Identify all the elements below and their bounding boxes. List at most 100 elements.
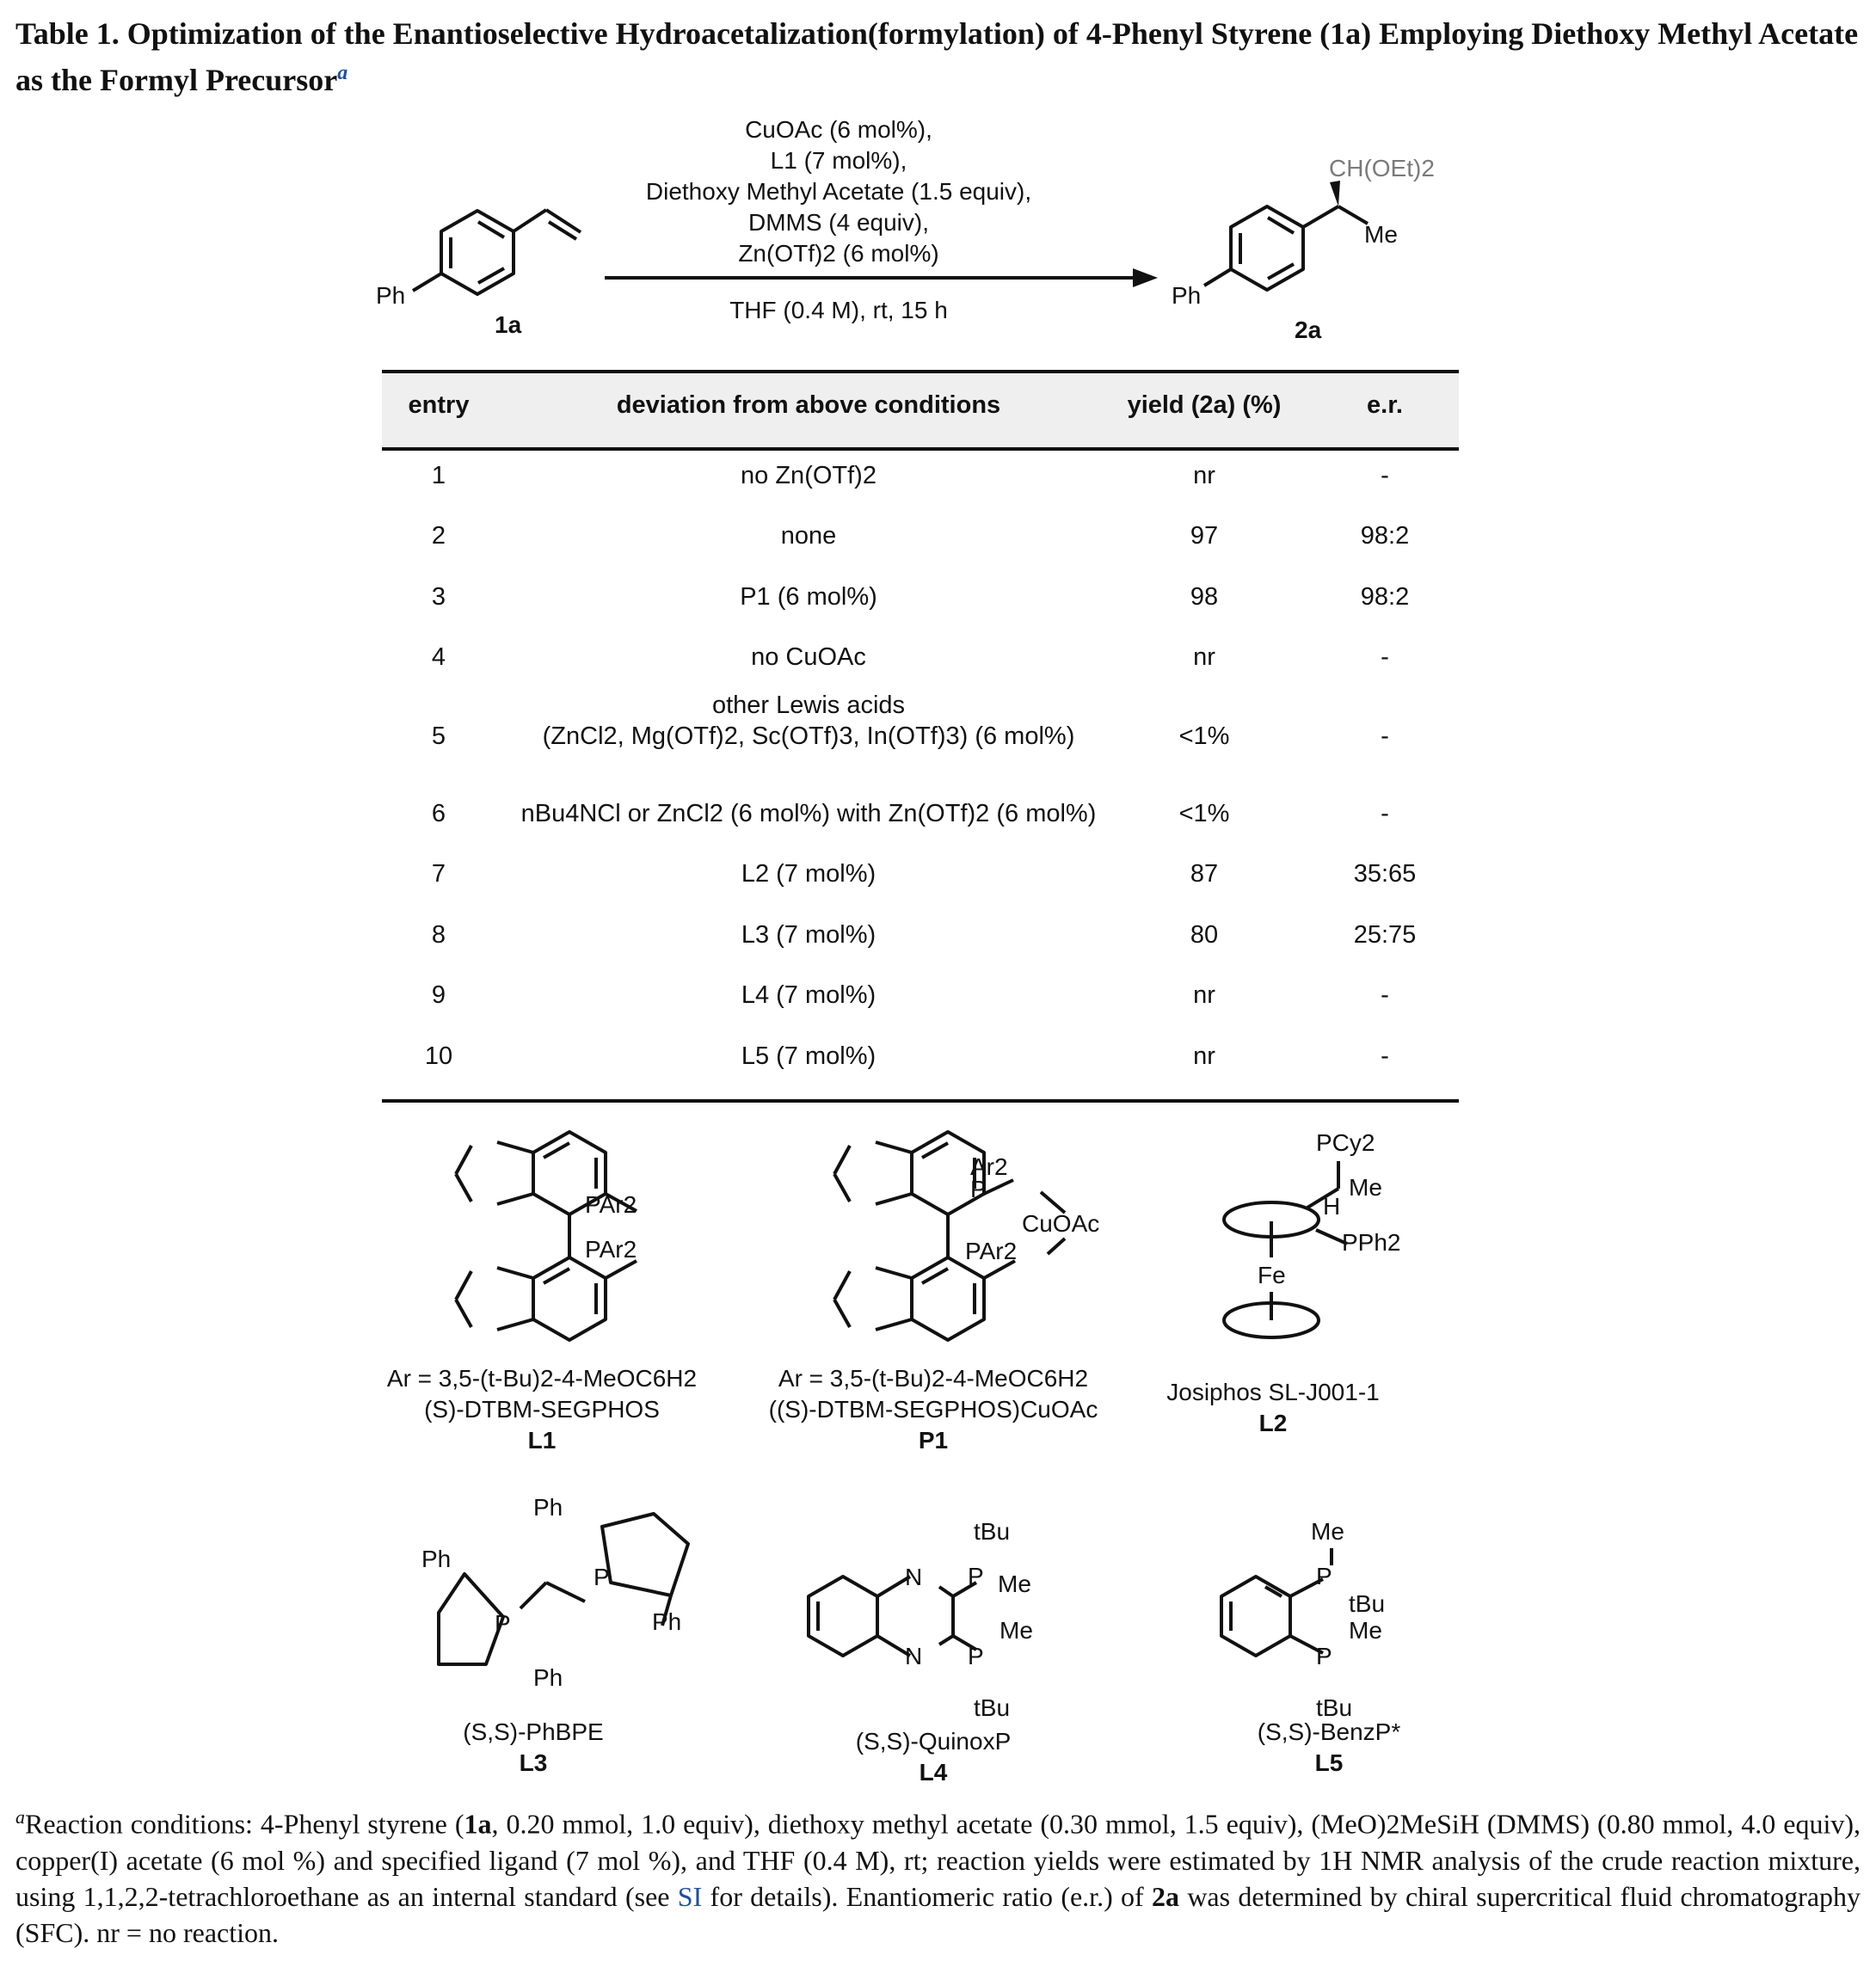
table-cell-entry: 10 (424, 1042, 453, 1070)
footnote-text-4: was determined by chiral supercritical f… (15, 1880, 1861, 1948)
product-label: 2a (1295, 317, 1322, 343)
l5-tbu-1: tBu (1349, 1590, 1385, 1617)
table-cell-deviation: L5 (7 mol%) (741, 1042, 876, 1070)
table-cell-entry: 2 (431, 522, 446, 550)
table-header-row (382, 370, 1459, 451)
l3-ph-3: Ph (533, 1494, 563, 1521)
footnote-text-3: for details). Enantiomeric ratio (e.r.) … (702, 1880, 1153, 1912)
p1-ar-def: Ar = 3,5-(t-Bu)2-4-MeOC6H2 (778, 1365, 1088, 1392)
l4-label: L4 (920, 1759, 948, 1786)
footnote: aReaction conditions: 4-Phenyl styrene (… (15, 1799, 1861, 1951)
l1-ar-def: Ar = 3,5-(t-Bu)2-4-MeOC6H2 (387, 1365, 697, 1392)
header-yield: yield (2a) (%) (1127, 391, 1282, 419)
footnote-bold-1a: 1a (464, 1808, 492, 1840)
table-cell-er: - (1381, 643, 1389, 671)
header-er: e.r. (1367, 391, 1403, 419)
table-cell-yield: nr (1193, 643, 1215, 671)
l3-structure (437, 1512, 690, 1666)
l5-structure (1220, 1548, 1333, 1657)
footnote-text-2: , 0.20 mmol, 1.0 equiv), diethoxy methyl… (15, 1808, 1861, 1912)
table-cell-entry: 7 (431, 860, 446, 888)
l1-label: L1 (528, 1427, 557, 1454)
l5-p-1: P (1316, 1563, 1332, 1589)
reactant-ph: Ph (376, 282, 405, 309)
l3-label: L3 (520, 1749, 548, 1776)
l4-structure (807, 1575, 978, 1657)
table-cell-yield: nr (1193, 462, 1215, 489)
p1-p: P (970, 1176, 987, 1202)
p1-name: ((S)-DTBM-SEGPHOS)CuOAc (769, 1396, 1098, 1423)
table-cell-er: - (1381, 1042, 1389, 1070)
condition-line-3: Diethoxy Methyl Acetate (1.5 equiv), (646, 178, 1031, 205)
l5-name: (S,S)-BenzP* (1258, 1718, 1401, 1745)
table-cell-deviation-line2: (ZnCl2, Mg(OTf)2, Sc(OTf)3, In(OTf)3) (6… (542, 722, 1075, 750)
l3-ph-4: Ph (652, 1608, 681, 1635)
p1-ar2: Ar2 (970, 1153, 1008, 1180)
l2-me: Me (1349, 1174, 1382, 1201)
table-cell-entry: 9 (431, 981, 446, 1009)
condition-line-5: Zn(OTf)2 (6 mol%) (738, 240, 938, 267)
table-cell-deviation: L2 (7 mol%) (741, 860, 876, 888)
l1-name: (S)-DTBM-SEGPHOS (424, 1396, 660, 1423)
l3-p-1: P (495, 1610, 511, 1637)
table-cell-er: 35:65 (1353, 860, 1417, 888)
l2-fe: Fe (1258, 1262, 1286, 1288)
table-cell-entry: 4 (431, 643, 446, 671)
table-cell-yield: nr (1193, 1042, 1215, 1070)
condition-line-2: L1 (7 mol%), (771, 147, 907, 174)
reactant-label: 1a (495, 311, 522, 338)
l4-tbu-2: tBu (974, 1694, 1010, 1721)
l4-p-2: P (968, 1643, 984, 1669)
l3-ph-1: Ph (421, 1546, 451, 1572)
table-cell-yield: <1% (1178, 722, 1230, 750)
table-cell-yield: 97 (1190, 522, 1219, 550)
table-cell-er: 25:75 (1353, 921, 1417, 949)
table-cell-entry: 8 (431, 921, 446, 949)
l1-par-bottom: PAr2 (585, 1236, 637, 1263)
si-link[interactable]: SI (677, 1880, 703, 1912)
table-cell-er: 98:2 (1360, 522, 1410, 550)
header-entry: entry (408, 391, 470, 419)
table-cell-deviation: L3 (7 mol%) (741, 921, 876, 949)
condition-line-4: DMMS (4 equiv), (748, 209, 929, 236)
l5-label: L5 (1315, 1749, 1344, 1776)
l2-label: L2 (1259, 1410, 1288, 1436)
p1-par: PAr2 (965, 1238, 1017, 1264)
table-cell-deviation: L4 (7 mol%) (741, 981, 876, 1009)
footnote-marker: a (15, 1806, 25, 1828)
table-cell-er: 98:2 (1360, 583, 1410, 611)
l3-ph-2: Ph (533, 1664, 563, 1691)
table-cell-deviation: other Lewis acids (711, 692, 906, 719)
l5-p-2: P (1316, 1643, 1332, 1669)
l3-name: (S,S)-PhBPE (463, 1718, 603, 1745)
p1-structure (833, 1130, 1067, 1342)
l2-name: Josiphos SL-J001-1 (1166, 1379, 1379, 1405)
table-cell-deviation: no CuOAc (751, 643, 866, 671)
condition-solvent: THF (0.4 M), rt, 15 h (729, 297, 948, 323)
condition-line-1: CuOAc (6 mol%), (745, 116, 932, 143)
table-cell-er: - (1381, 800, 1389, 827)
table-cell-yield: 80 (1190, 921, 1219, 949)
table-cell-yield: 98 (1190, 583, 1219, 611)
l4-p-1: P (968, 1563, 984, 1589)
table-cell-deviation: no Zn(OTf)2 (741, 462, 876, 489)
l4-me-1: Me (998, 1571, 1031, 1597)
table-cell-entry: 3 (431, 583, 446, 611)
table-cell-er: - (1381, 722, 1389, 750)
footnote-text-1: Reaction conditions: 4-Phenyl styrene ( (25, 1808, 464, 1840)
product-ph: Ph (1172, 282, 1201, 309)
table-cell-entry: 5 (431, 722, 446, 750)
l1-structure (454, 1130, 637, 1342)
title-footnote-marker[interactable]: a (337, 62, 348, 84)
table-cell-er: - (1381, 462, 1389, 489)
table-bottom-rule (382, 1099, 1459, 1103)
table-cell-deviation: none (780, 522, 837, 550)
structures-drawing: Ph 1a Ph 2a CH(OEt)2 Me CuOAc (6 mol%), … (376, 116, 1435, 1786)
p1-label: P1 (919, 1427, 948, 1454)
table-title: Table 1. Optimization of the Enantiosele… (15, 14, 1865, 100)
l4-me-2: Me (1000, 1617, 1033, 1644)
table-cell-entry: 1 (431, 462, 446, 489)
table-cell-yield: 87 (1190, 860, 1219, 888)
l5-me-1: Me (1311, 1518, 1344, 1545)
l2-pcy2: PCy2 (1316, 1129, 1375, 1156)
